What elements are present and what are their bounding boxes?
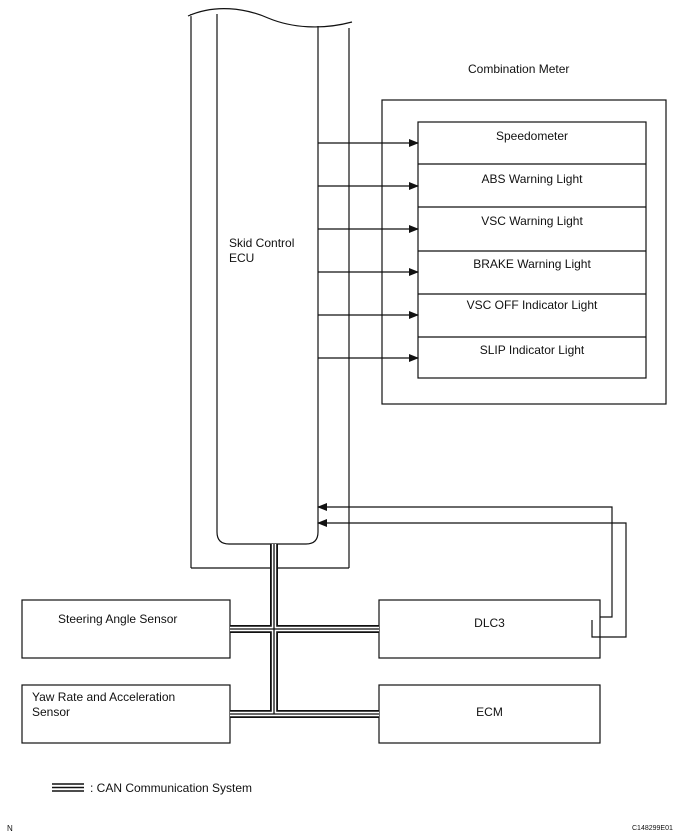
dlc3-label: DLC3 [474, 616, 505, 630]
skid-control-ecu-body [216, 14, 319, 545]
meter-item-vsc-warning-light: VSC Warning Light [481, 214, 583, 228]
combination-meter-inner [417, 121, 647, 379]
steering-angle-sensor-label: Steering Angle Sensor [58, 612, 178, 626]
dlc3-ecu-lines [317, 503, 627, 638]
footer-figure-code: C148299E01 [632, 825, 673, 832]
yaw-rate-sensor-label-line2: Sensor [32, 705, 71, 719]
ecu-housing [187, 8, 353, 569]
can-legend-symbol [52, 783, 84, 792]
ecu-label-line1: Skid Control [229, 236, 295, 250]
steering-angle-sensor-box [21, 599, 231, 659]
yaw-rate-sensor-label-line1: Yaw Rate and Acceleration [32, 690, 176, 704]
footer-left-code: N [7, 824, 13, 833]
can-bus [230, 544, 379, 718]
meter-item-speedometer: Speedometer [495, 129, 569, 143]
meter-item-vsc-off-indicator-light: VSC OFF Indicator Light [466, 298, 598, 312]
meter-item-abs-warning-light: ABS Warning Light [481, 172, 583, 186]
meter-dividers [418, 163, 646, 338]
meter-item-brake-warning-light: BRAKE Warning Light [473, 257, 591, 271]
combination-meter-box [381, 99, 667, 405]
ecm-label: ECM [476, 705, 503, 719]
combination-meter-title: Combination Meter [468, 62, 570, 76]
meter-signal-arrows [318, 139, 419, 362]
legend-text: : CAN Communication System [90, 781, 253, 795]
ecu-label-line2: ECU [229, 251, 255, 265]
meter-item-slip-indicator-light: SLIP Indicator Light [479, 343, 585, 357]
